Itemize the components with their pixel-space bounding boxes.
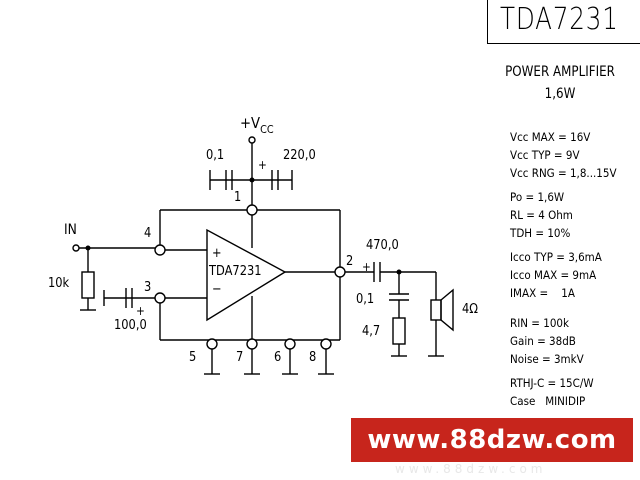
junction-output: [396, 269, 402, 275]
cap-220-polarity: +: [258, 158, 267, 172]
cap-100-polarity: +: [136, 304, 145, 318]
vcc-terminal: [248, 136, 256, 144]
res-47-label: 4,7: [362, 324, 381, 339]
pin5-node: [206, 338, 218, 350]
pin6-node: [284, 338, 296, 350]
ic-triangle: [206, 228, 287, 322]
spec-rin: RIN = 100k: [510, 316, 569, 330]
cap-100-label: 100,0: [114, 318, 147, 333]
watermark-banner: www.88dzw.com: [351, 418, 633, 462]
cap-470-label: 470,0: [366, 238, 399, 253]
resistor-10k: [81, 271, 95, 299]
pin2-label: 2: [346, 254, 354, 269]
pin8-label: 8: [309, 350, 317, 365]
input-terminal: [72, 244, 80, 252]
vcc-label: +VCC: [240, 114, 274, 136]
title-frame: [487, 0, 640, 44]
pin8-node: [320, 338, 332, 350]
ic-plus: +: [212, 246, 222, 261]
spec-noise: Noise = 3mkV: [510, 352, 584, 366]
speaker-cone: [440, 288, 454, 332]
spec-icco-max: Icco MAX = 9mA: [510, 268, 597, 282]
ic-label: TDA7231: [209, 264, 262, 279]
junction-supply: [249, 177, 255, 183]
pin2-node: [334, 266, 346, 278]
watermark-shadow: www.88dzw.com: [395, 462, 547, 476]
spec-thd: TDH = 10%: [510, 226, 571, 240]
pin4-node: [154, 244, 166, 256]
res-10k-label: 10k: [48, 276, 70, 291]
pin3-label: 3: [144, 280, 152, 295]
input-label: IN: [64, 222, 77, 238]
cap-01-top-label: 0,1: [206, 148, 225, 163]
junction-input: [85, 245, 91, 251]
cap-01-out-label: 0,1: [356, 292, 375, 307]
spec-imax: IMAX = 1A: [510, 286, 575, 300]
spec-vcc-typ: Vcc TYP = 9V: [510, 148, 580, 162]
spec-gain: Gain = 38dB: [510, 334, 576, 348]
pin1-label: 1: [234, 190, 242, 205]
spec-rth: RTHJ-C = 15C/W: [510, 376, 594, 390]
pin6-label: 6: [274, 350, 282, 365]
spec-vcc-range: Vcc RNG = 1,8...15V: [510, 166, 617, 180]
pin4-label: 4: [144, 226, 152, 241]
pin7-label: 7: [236, 350, 244, 365]
subtitle-power: 1,6W: [544, 86, 576, 102]
speaker-label: 4Ω: [462, 302, 479, 317]
spec-icco-typ: Icco TYP = 3,6mA: [510, 250, 602, 264]
cap-470-polarity: +: [362, 260, 371, 274]
spec-po: Po = 1,6W: [510, 190, 565, 204]
cap-220-label: 220,0: [283, 148, 316, 163]
resistor-47: [392, 317, 406, 345]
spec-vcc-max: Vcc MAX = 16V: [510, 130, 591, 144]
pin3-node: [154, 292, 166, 304]
pin1-node: [246, 204, 258, 216]
chip-title: TDA7231: [500, 2, 619, 37]
speaker-coil: [430, 299, 442, 321]
spec-case: Case MINIDIP: [510, 394, 586, 408]
pin7-node: [246, 338, 258, 350]
spec-rl: RL = 4 Ohm: [510, 208, 573, 222]
pin5-label: 5: [189, 350, 197, 365]
subtitle-function: POWER AMPLIFIER: [505, 64, 615, 80]
ic-minus: −: [212, 282, 222, 297]
